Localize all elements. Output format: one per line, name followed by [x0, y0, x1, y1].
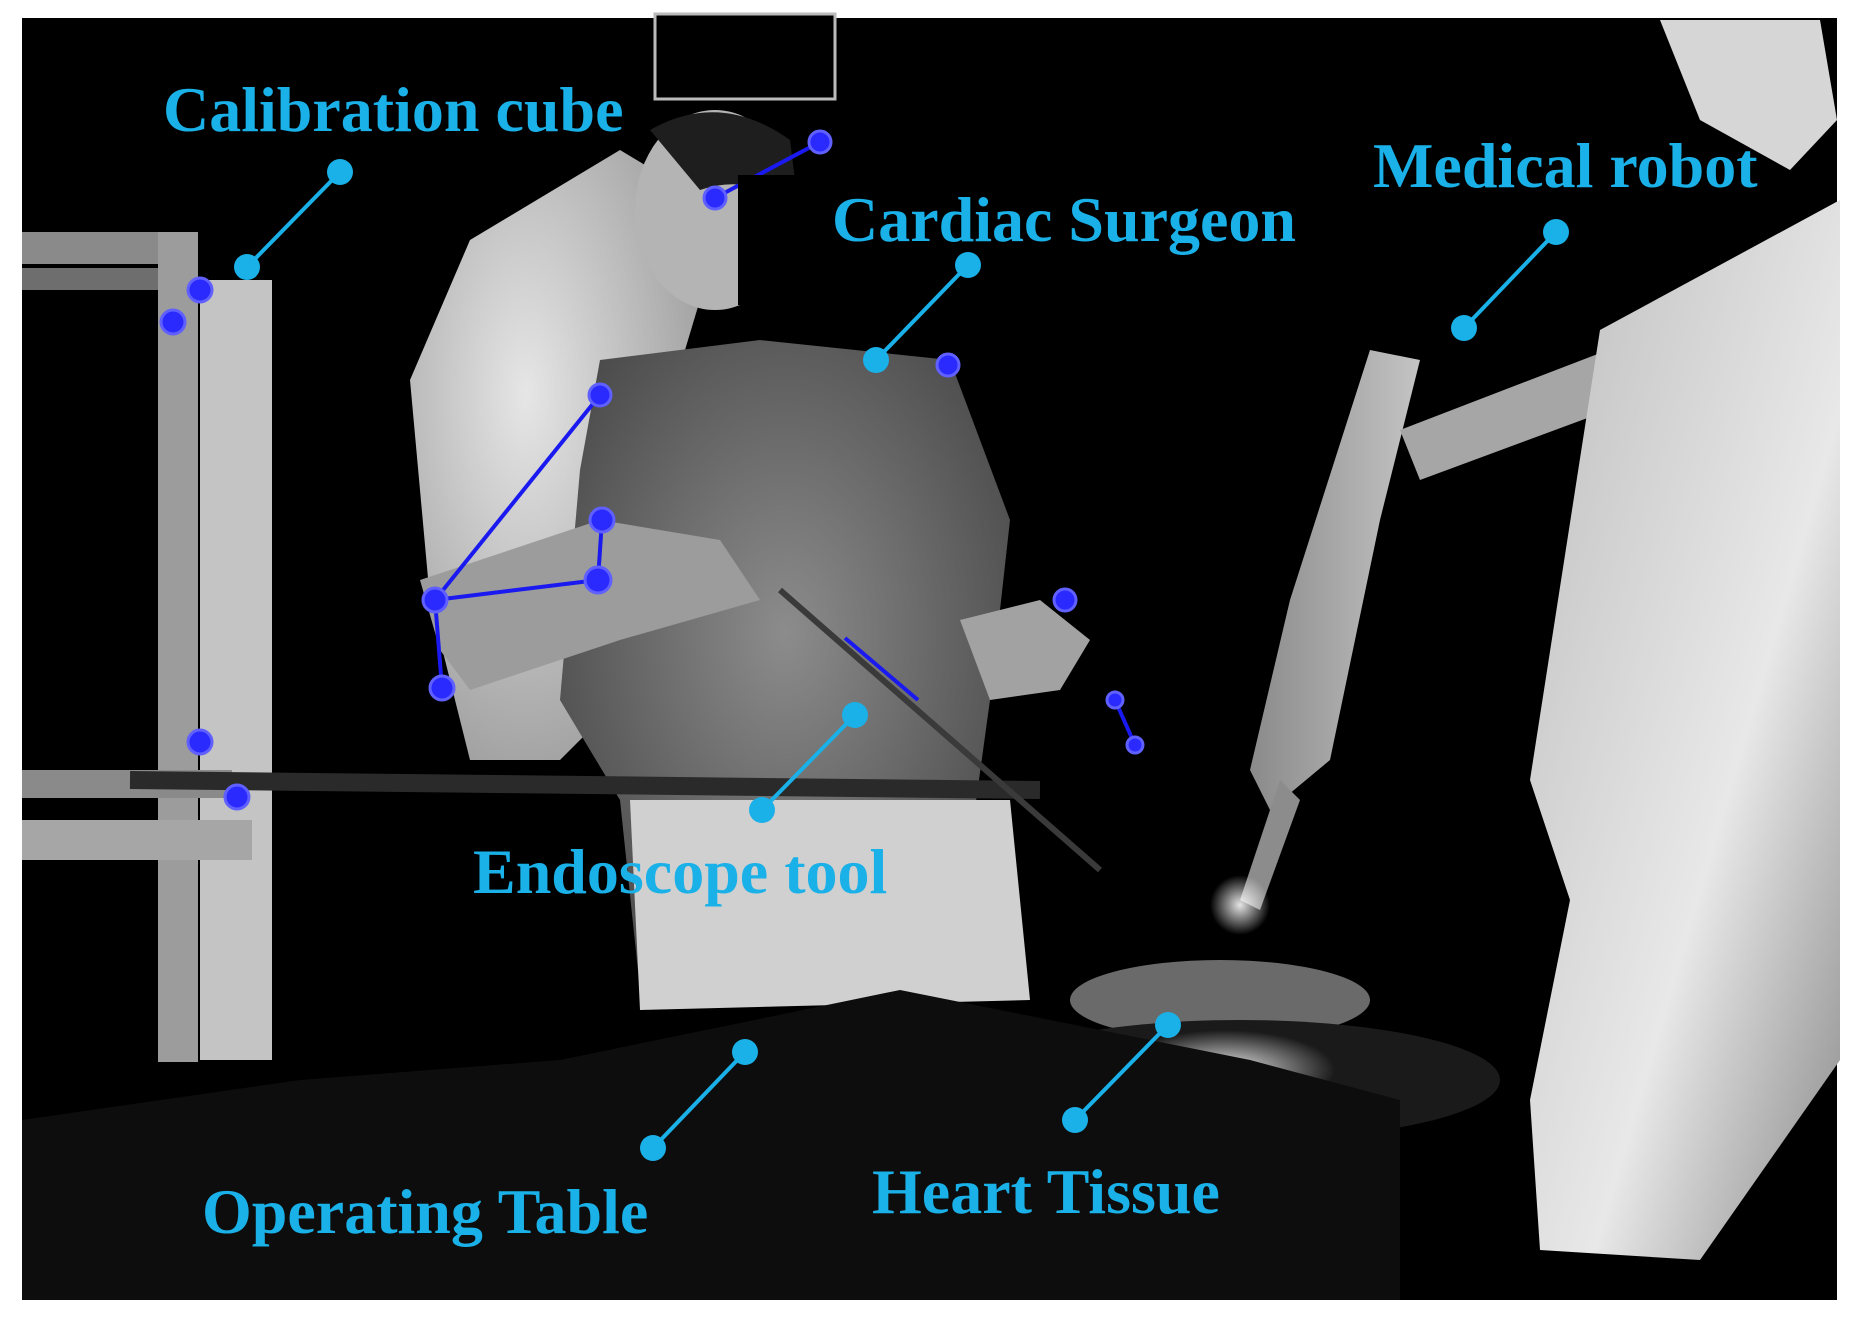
medical-robot-label: Medical robot [1373, 130, 1758, 201]
marker [186, 728, 214, 756]
marker [159, 308, 187, 336]
marker [587, 382, 613, 408]
calibration-cube-frame [22, 232, 272, 1062]
endoscope-tool-label: Endoscope tool [473, 836, 888, 907]
operating-table-label: Operating Table [202, 1176, 649, 1247]
marker [428, 674, 456, 702]
marker [702, 185, 728, 211]
marker [807, 129, 833, 155]
medical-robot-pointer [1451, 219, 1569, 341]
cardiac-surgeon-pointer [863, 252, 981, 373]
heart-tissue-label: Heart Tissue [872, 1156, 1220, 1227]
marker [1105, 690, 1125, 710]
motion-capture-markers [159, 129, 1145, 811]
marker [421, 586, 449, 614]
heart-tissue-pointer [1062, 1012, 1181, 1133]
operating-table-surface [22, 990, 1400, 1300]
marker [1125, 735, 1145, 755]
marker [223, 783, 251, 811]
medical-robot-body [1240, 20, 1840, 1260]
endoscope-tool-pointer [749, 702, 868, 823]
calibration-cube-pointer [234, 159, 353, 280]
anonymization-boxes [653, 12, 837, 305]
endoscope-instrument [129, 587, 1102, 873]
marker [588, 506, 616, 534]
marker [583, 565, 613, 595]
cardiac-surgeon-label: Cardiac Surgeon [832, 184, 1296, 255]
marker [186, 276, 214, 304]
calibration-cube-label: Calibration cube [163, 74, 624, 145]
skeleton-tracking-lines [433, 140, 1137, 746]
annotation-pointers [234, 159, 1569, 1161]
marker [935, 352, 961, 378]
operating-table-pointer [640, 1039, 758, 1161]
marker [1052, 587, 1078, 613]
